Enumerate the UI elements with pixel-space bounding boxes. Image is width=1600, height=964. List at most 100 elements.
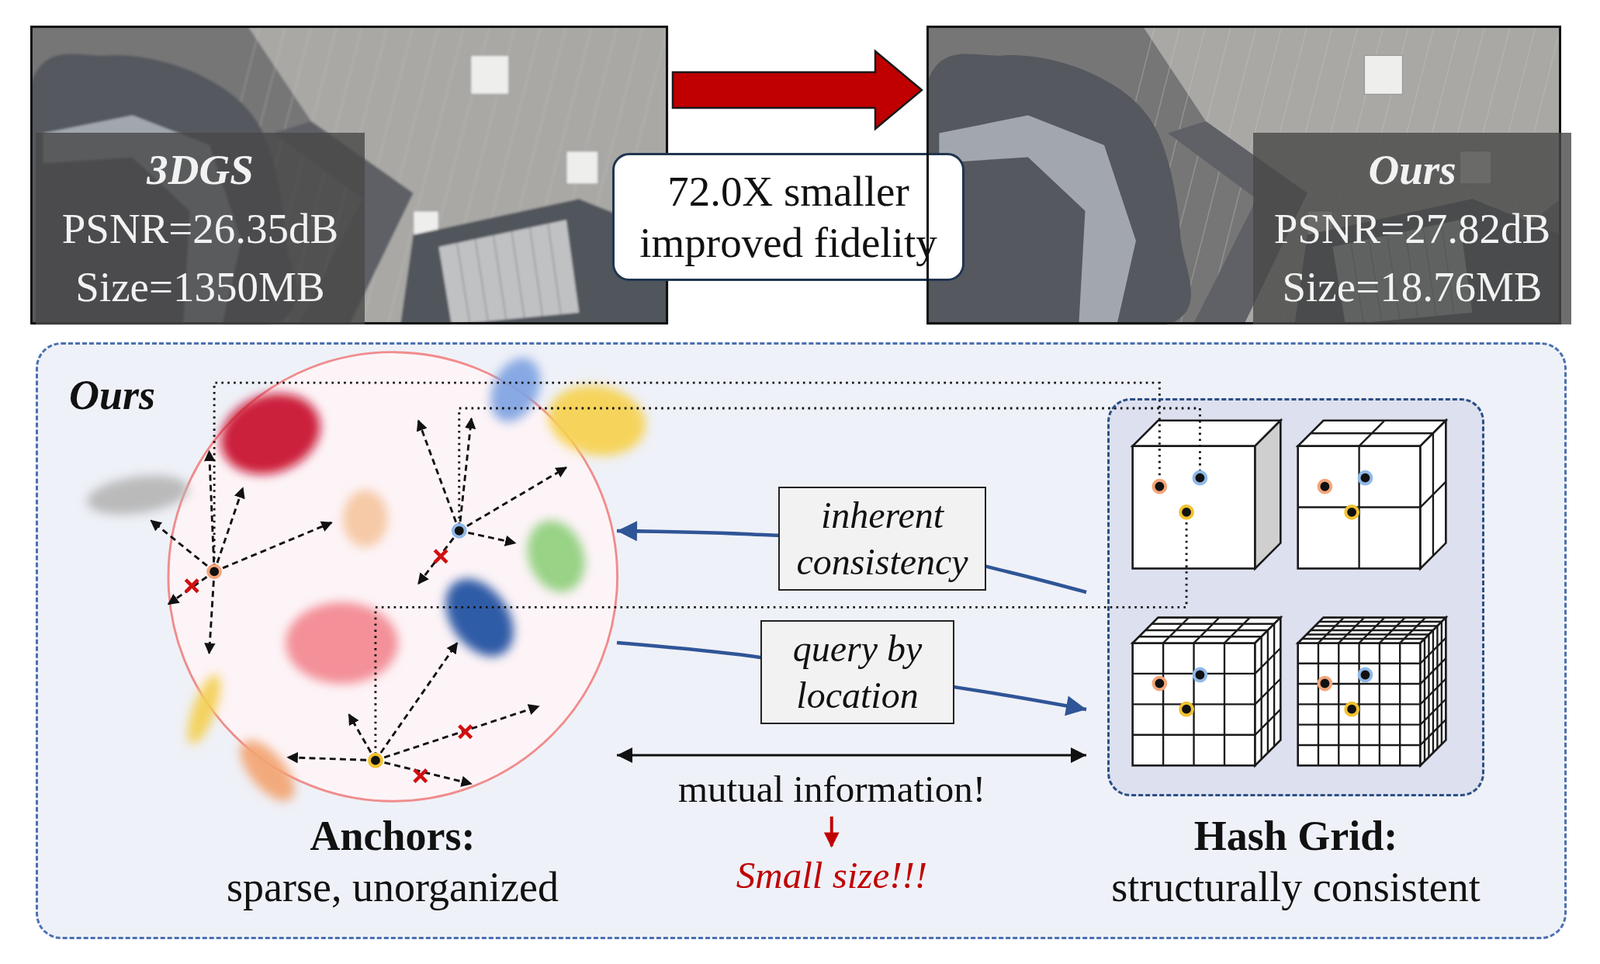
image-panel: OursPSNR=27.82dBSize=18.76MB (926, 25, 1562, 325)
cube-side (1419, 420, 1446, 569)
gaussian-splat (180, 670, 228, 748)
edge-label: mutual information! (673, 765, 991, 813)
hash-cube (1132, 420, 1282, 569)
callout-text-holder: 72.0X smaller improved fidelity (617, 166, 960, 269)
cube-side (1254, 420, 1281, 569)
hash-grid-ground (1107, 398, 1485, 797)
component-title: Anchors: (168, 810, 617, 863)
curved-building (926, 53, 1192, 325)
facet-stripe (547, 223, 561, 315)
block-arrow (672, 51, 922, 129)
panel-ground (35, 342, 1567, 939)
offset-arrow (222, 522, 332, 568)
gaussian-splat (209, 379, 333, 488)
grid-sample (1345, 703, 1358, 716)
grid-line (1378, 642, 1381, 766)
psnr-value: PSNR=27.82dB (1274, 199, 1552, 259)
grid-line (1298, 703, 1421, 705)
callout-text: 72.0X smaller improved fidelity (617, 166, 960, 269)
grid-line (1298, 505, 1421, 508)
caption-holder: Hash Grid:structurally consistent (1086, 810, 1506, 914)
size-value: Size=18.76MB (1281, 257, 1542, 317)
grid-line (1298, 744, 1421, 746)
grid-line (1254, 709, 1281, 735)
skylight (1364, 55, 1403, 94)
metal-ribbon (938, 114, 1136, 325)
grid-line (1310, 432, 1434, 434)
gaussian-splat (517, 512, 595, 600)
offset-arrow (384, 761, 471, 783)
offset-arrow (384, 706, 539, 758)
panel-title: Ours (69, 372, 156, 419)
hash-grid-outline (1107, 398, 1485, 797)
building-facet (438, 219, 579, 325)
grid-line (1223, 642, 1226, 766)
pruned-mark (459, 725, 472, 738)
grid-line (1319, 620, 1442, 623)
grid-sample (1180, 505, 1193, 519)
grid-sample (1345, 505, 1358, 519)
grid-sample (1319, 480, 1332, 493)
grid-line (1273, 623, 1275, 747)
edge-label: inherent consistency (778, 486, 987, 591)
anchor-point (453, 524, 466, 537)
edge-label: query by location (760, 619, 955, 724)
anchor-point (207, 565, 221, 579)
offset-arrow (467, 467, 567, 527)
grid-sample (1194, 471, 1207, 485)
psnr-value: PSNR=26.35dB (62, 199, 340, 259)
query-line (214, 382, 1160, 572)
cube-front (1132, 446, 1256, 569)
cube-front (1298, 642, 1421, 766)
grid-sample (1359, 471, 1372, 485)
offset-arrow (418, 537, 454, 584)
image-panel: 3DGSPSNR=26.35dBSize=1350MB (30, 25, 669, 325)
offset-arrow (460, 418, 471, 522)
component-title: Hash Grid: (1086, 810, 1506, 863)
gaussian-splat (542, 377, 652, 464)
anchor (151, 450, 333, 653)
grid-sample (1359, 668, 1372, 682)
result-arrow (830, 816, 834, 846)
pruned-mark (434, 550, 447, 563)
facet-stripe (511, 231, 524, 318)
grid-line (1436, 626, 1438, 749)
aerial-photo (30, 25, 669, 325)
hash-cube (1298, 420, 1447, 569)
component-note: structurally consistent (1086, 862, 1506, 914)
facet-stripe (457, 242, 470, 323)
offset-arrow (349, 714, 371, 753)
gaussian-splat (431, 565, 528, 669)
anchor-point (369, 754, 382, 767)
metric-overlay: 3DGSPSNR=26.35dBSize=1350MB (35, 132, 365, 325)
offset-arrow (287, 757, 367, 761)
cube-front (1132, 642, 1256, 766)
offset-arrow (168, 576, 208, 604)
size-value: Size=1350MB (75, 257, 325, 317)
grid-sample (1153, 677, 1166, 690)
grid-line (1151, 623, 1275, 625)
caption-holder: Anchors:sparse, unorganized (168, 810, 617, 914)
anchor-cloud: Anchors:sparse, unorganized (168, 352, 617, 919)
grid-line (1432, 432, 1434, 556)
gaussian-splat (285, 602, 399, 684)
gaussian-group (84, 349, 652, 811)
gaussian-splat (342, 489, 388, 548)
gaussian-splat (481, 349, 551, 430)
grid-line (1224, 617, 1251, 644)
panel-title-holder: Ours (69, 372, 156, 419)
grid-line (1310, 629, 1434, 631)
hash-cube (1298, 617, 1447, 766)
grid-line (1132, 703, 1256, 705)
grid-sample (1153, 480, 1166, 493)
hash-grid-box: Hash Grid:structurally consistent (1086, 398, 1506, 918)
metric-overlay: OursPSNR=27.82dBSize=18.76MB (1253, 132, 1572, 325)
result-note: Small size!!! (736, 854, 928, 897)
facet-stripe (493, 235, 506, 319)
facet-stripe (474, 238, 488, 322)
offset-arrow (209, 580, 215, 653)
cube-side (1419, 617, 1446, 766)
callout-box: 72.0X smaller improved fidelity (612, 152, 965, 281)
offset-arrow (217, 488, 243, 564)
